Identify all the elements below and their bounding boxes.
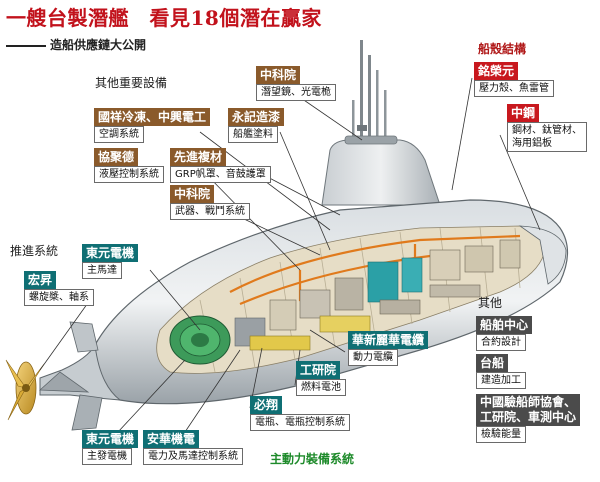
supplier-name: 東元電機: [82, 244, 139, 262]
supplier-product: 武器、戰鬥系統: [170, 203, 250, 220]
supplier-product: 潛望鏡、光電桅: [256, 84, 336, 101]
supplier-name: 先進複材: [170, 148, 227, 166]
supplier-name: 銘榮元: [474, 62, 519, 80]
callout-taichuan: 台船 建造加工: [476, 354, 526, 389]
upper-rudder: [69, 321, 99, 353]
supplier-product: 鋼材、鈦管材、海用鋁板: [507, 122, 587, 152]
callout-mingrongyuan: 銘榮元 壓力殼、魚雷管: [474, 62, 554, 97]
supplier-product: 合約設計: [476, 334, 526, 351]
propeller: [5, 359, 45, 421]
callout-xianjin: 先進複材 GRP帆罩、音鼓護罩: [170, 148, 271, 183]
supplier-product: 壓力殼、魚雷管: [474, 80, 554, 97]
supplier-product-line-2: 海用鋁板: [512, 138, 552, 149]
section-main-power: 主動力裝備系統: [270, 452, 355, 466]
callout-zhongke-weapons: 中科院 武器、戰鬥系統: [170, 185, 250, 220]
hydroplane: [39, 371, 90, 393]
supplier-product: 主馬達: [82, 262, 122, 279]
supplier-name: 國祥冷凍、中興電工: [94, 108, 211, 126]
supplier-product: 船艦塗料: [228, 126, 278, 143]
callout-yongji: 永記造漆 船艦塗料: [228, 108, 285, 143]
main-motor: [169, 315, 231, 365]
supplier-product: 動力電纜: [348, 349, 398, 366]
supplier-name-line-1: 中國驗船師協會、: [480, 395, 577, 409]
submarine-sail: [321, 139, 441, 206]
supplier-product: 螺旋槳、軸系: [24, 289, 94, 306]
supplier-name-line-2: 工研院、車測中心: [480, 410, 577, 424]
callout-dongyuan-motor: 東元電機 主馬達: [82, 244, 139, 279]
supplier-name: 永記造漆: [228, 108, 285, 126]
supplier-product: 空調系統: [94, 126, 144, 143]
callout-zhonggang: 中鋼 鋼材、鈦管材、海用鋁板: [507, 104, 587, 152]
callout-guoxiang: 國祥冷凍、中興電工 空調系統: [94, 108, 211, 143]
section-others: 其他: [478, 296, 503, 310]
lower-rudder: [71, 394, 103, 431]
supplier-product: 燃料電池: [296, 379, 346, 396]
section-propulsion: 推進系統: [10, 244, 59, 258]
supplier-name: 船舶中心: [476, 316, 533, 334]
callout-zhongke-periscope: 中科院 潛望鏡、光電桅: [256, 66, 336, 101]
callout-anhua: 安華機電 電力及馬達控制系統: [143, 430, 243, 465]
supplier-name: 台船: [476, 354, 509, 372]
supplier-product: 電瓶、電瓶控制系統: [250, 414, 350, 431]
subtitle-text: 造船供應鏈大公開: [50, 38, 147, 52]
subtitle-rule: [6, 44, 46, 47]
callout-huaxin: 華新麗華電纜 動力電纜: [348, 331, 429, 366]
supplier-name: 工研院: [296, 361, 341, 379]
callout-xiejude: 協聚德 液壓控制系統: [94, 148, 164, 183]
supplier-product: 檢驗能量: [476, 426, 526, 443]
callout-gongyan-fuelcell: 工研院 燃料電池: [296, 361, 346, 396]
supplier-product: 主發電機: [82, 448, 132, 465]
subtitle: 造船供應鏈大公開: [6, 36, 146, 53]
supplier-name: 必翔: [250, 396, 283, 414]
supplier-name: 中科院: [170, 185, 215, 203]
supplier-product-line-1: 鋼材、鈦管材、: [512, 125, 582, 136]
bow-section: [518, 225, 567, 285]
interior-machinery: [234, 239, 521, 351]
supplier-name: 中鋼: [507, 104, 540, 122]
supplier-name: 華新麗華電纜: [348, 331, 429, 349]
callout-verification: 中國驗船師協會、工研院、車測中心 檢驗能量: [476, 394, 581, 443]
main-title: 一艘台製潛艦 看見18個潛在贏家: [6, 6, 322, 30]
supplier-product: GRP帆罩、音鼓護罩: [170, 166, 271, 183]
supplier-product: 液壓控制系統: [94, 166, 164, 183]
supplier-name: 中國驗船師協會、工研院、車測中心: [476, 394, 581, 426]
supplier-name: 東元電機: [82, 430, 139, 448]
supplier-name: 中科院: [256, 66, 301, 84]
supplier-product: 建造加工: [476, 372, 526, 389]
supplier-name: 宏昇: [24, 271, 57, 289]
section-other-equipment: 其他重要設備: [95, 76, 168, 90]
supplier-name: 安華機電: [143, 430, 200, 448]
periscope-masts: [352, 40, 387, 160]
callout-chuanbo: 船舶中心 合約設計: [476, 316, 533, 351]
section-hull-structure: 船殼結構: [478, 42, 527, 56]
callout-bixiang: 必翔 電瓶、電瓶控制系統: [250, 396, 350, 431]
callout-hongsheng: 宏昇 螺旋槳、軸系: [24, 271, 94, 306]
callout-dongyuan-generator: 東元電機 主發電機: [82, 430, 139, 465]
supplier-product: 電力及馬達控制系統: [143, 448, 243, 465]
supplier-name: 協聚德: [94, 148, 139, 166]
